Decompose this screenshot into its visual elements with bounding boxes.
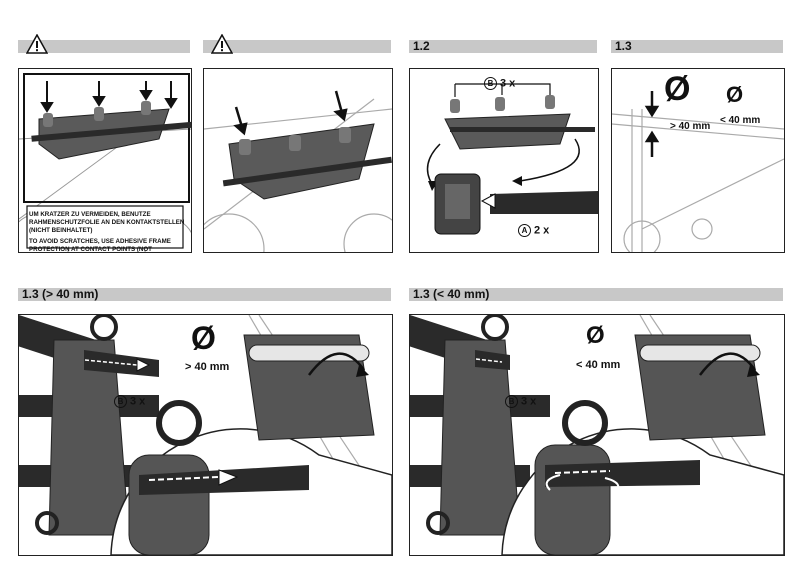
tube-diameter-illustration: [612, 91, 784, 252]
strap-large-tube-illustration: [19, 315, 392, 555]
strap-small-tube-illustration: [410, 315, 784, 555]
diameter-symbol: Ø: [586, 322, 605, 349]
header-panel-4: 1.3: [611, 40, 783, 53]
diameter-label: > 40 mm: [185, 361, 230, 373]
diameter-symbol: Ø: [191, 320, 216, 356]
warning-icon: [211, 34, 233, 54]
diameter-large-label: > 40 mm: [670, 121, 711, 132]
header-label: 1.3 (> 40 mm): [22, 287, 99, 301]
panel-4-step-1-3: Ø Ø > 40 mm < 40 mm: [611, 68, 785, 253]
header-panel-3: 1.2: [409, 40, 597, 53]
part-b-letter: B: [114, 395, 127, 408]
bag-mount-illustration: [204, 90, 392, 252]
header-label: 1.2: [413, 39, 430, 53]
diameter-small-label: < 40 mm: [720, 115, 761, 126]
part-b-letter: B: [505, 395, 518, 408]
parts-illustration: [426, 83, 598, 235]
note-de: UM KRATZER ZU VERMEIDEN, BENUTZE RAHMENS…: [29, 211, 185, 235]
header-panel-1: [18, 34, 190, 54]
part-b-count: 3 x: [500, 77, 516, 90]
scratch-warning-note: UM KRATZER ZU VERMEIDEN, BENUTZE RAHMENS…: [29, 211, 187, 253]
header-label: 1.3 (< 40 mm): [413, 287, 490, 301]
part-a-letter: A: [518, 224, 531, 237]
diameter-small-symbol: Ø: [726, 82, 744, 107]
part-a-count: 2 x: [534, 224, 550, 237]
part-b-count: 3 x: [130, 395, 146, 408]
diameter-label: < 40 mm: [576, 359, 621, 371]
diameter-large-symbol: Ø: [664, 70, 691, 108]
panel-1-warning: UM KRATZER ZU VERMEIDEN, BENUTZE RAHMENS…: [18, 68, 192, 253]
bag-frame-illustration: [19, 73, 191, 252]
part-b-count: 3 x: [521, 395, 537, 408]
header-panel-6: 1.3 (< 40 mm): [409, 288, 783, 301]
header-panel-2: [203, 34, 391, 54]
panel-2-warning: [203, 68, 393, 253]
header-panel-5: 1.3 (> 40 mm): [18, 288, 391, 301]
header-label: 1.3: [615, 39, 632, 53]
note-en: TO AVOID SCRATCHES, USE ADHESIVE FRAME P…: [29, 237, 171, 253]
part-b-letter: B: [484, 77, 497, 90]
warning-icon: [26, 34, 48, 54]
